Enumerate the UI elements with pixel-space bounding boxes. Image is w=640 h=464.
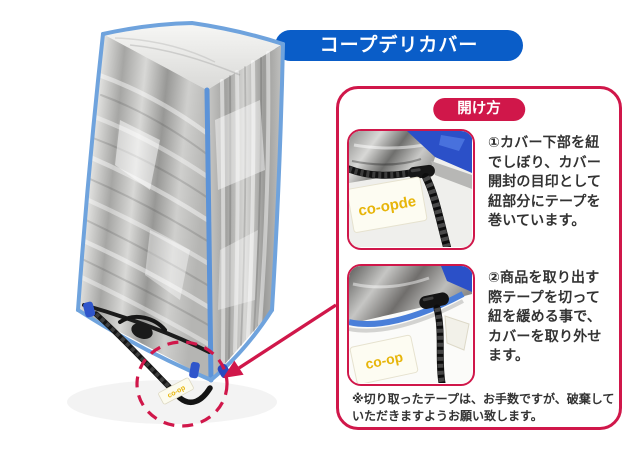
foil-texture-right [215, 51, 271, 368]
step2-text: ②商品を取り出す 際テープを切って 紐を緩める事で、 カバーを取り外せ ます。 [488, 269, 602, 363]
step1-text: ①カバー下部を紐 でしぼり、カバー 開封の目印として 紐部分にテープを 巻いてい… [488, 134, 602, 228]
coop-tape-small: co-op [158, 377, 194, 405]
open-instructions-panel: 開け方 [336, 86, 622, 430]
foil-texture-top [114, 37, 241, 76]
floor-shadow [67, 380, 277, 424]
cover-top-face [103, 23, 283, 90]
foil-fabric [349, 266, 472, 324]
coop-tape: co-op [349, 334, 419, 383]
draped-cord [93, 311, 213, 405]
step1-photo: co-opde [347, 129, 475, 250]
blue-trim [349, 291, 465, 327]
step2-photo: co-op [347, 264, 475, 386]
tape-label: co-op [364, 348, 405, 372]
cord-knot [131, 323, 153, 339]
pointer-arrow-icon [223, 303, 337, 378]
foil-texture-left [78, 72, 213, 348]
blue-clip [217, 363, 231, 379]
title-banner: コープデリカバー [275, 30, 523, 61]
cover-left-face [78, 34, 211, 380]
drawstring-assembly: co-op [82, 301, 231, 405]
step1-photo-art: co-opde [349, 131, 472, 247]
blue-clip [189, 361, 200, 379]
step2-photo-art: co-op [349, 266, 472, 383]
disposal-note: ※切り取ったテープは、お手数ですが、破棄して いただきますようお願い致します。 [352, 392, 615, 423]
highlight-dashed-circle-icon [135, 340, 229, 428]
blue-trim-edges [76, 20, 285, 383]
crumpled-tape-end [444, 315, 470, 351]
cord-toggle [419, 292, 449, 309]
cover-right-face [207, 44, 283, 380]
tape-label: co-op [167, 385, 187, 400]
blue-clip [83, 301, 96, 318]
blue-fabric [441, 266, 472, 292]
panel-title-pill: 開け方 [433, 98, 525, 121]
coop-tape: co-opde [349, 176, 428, 233]
